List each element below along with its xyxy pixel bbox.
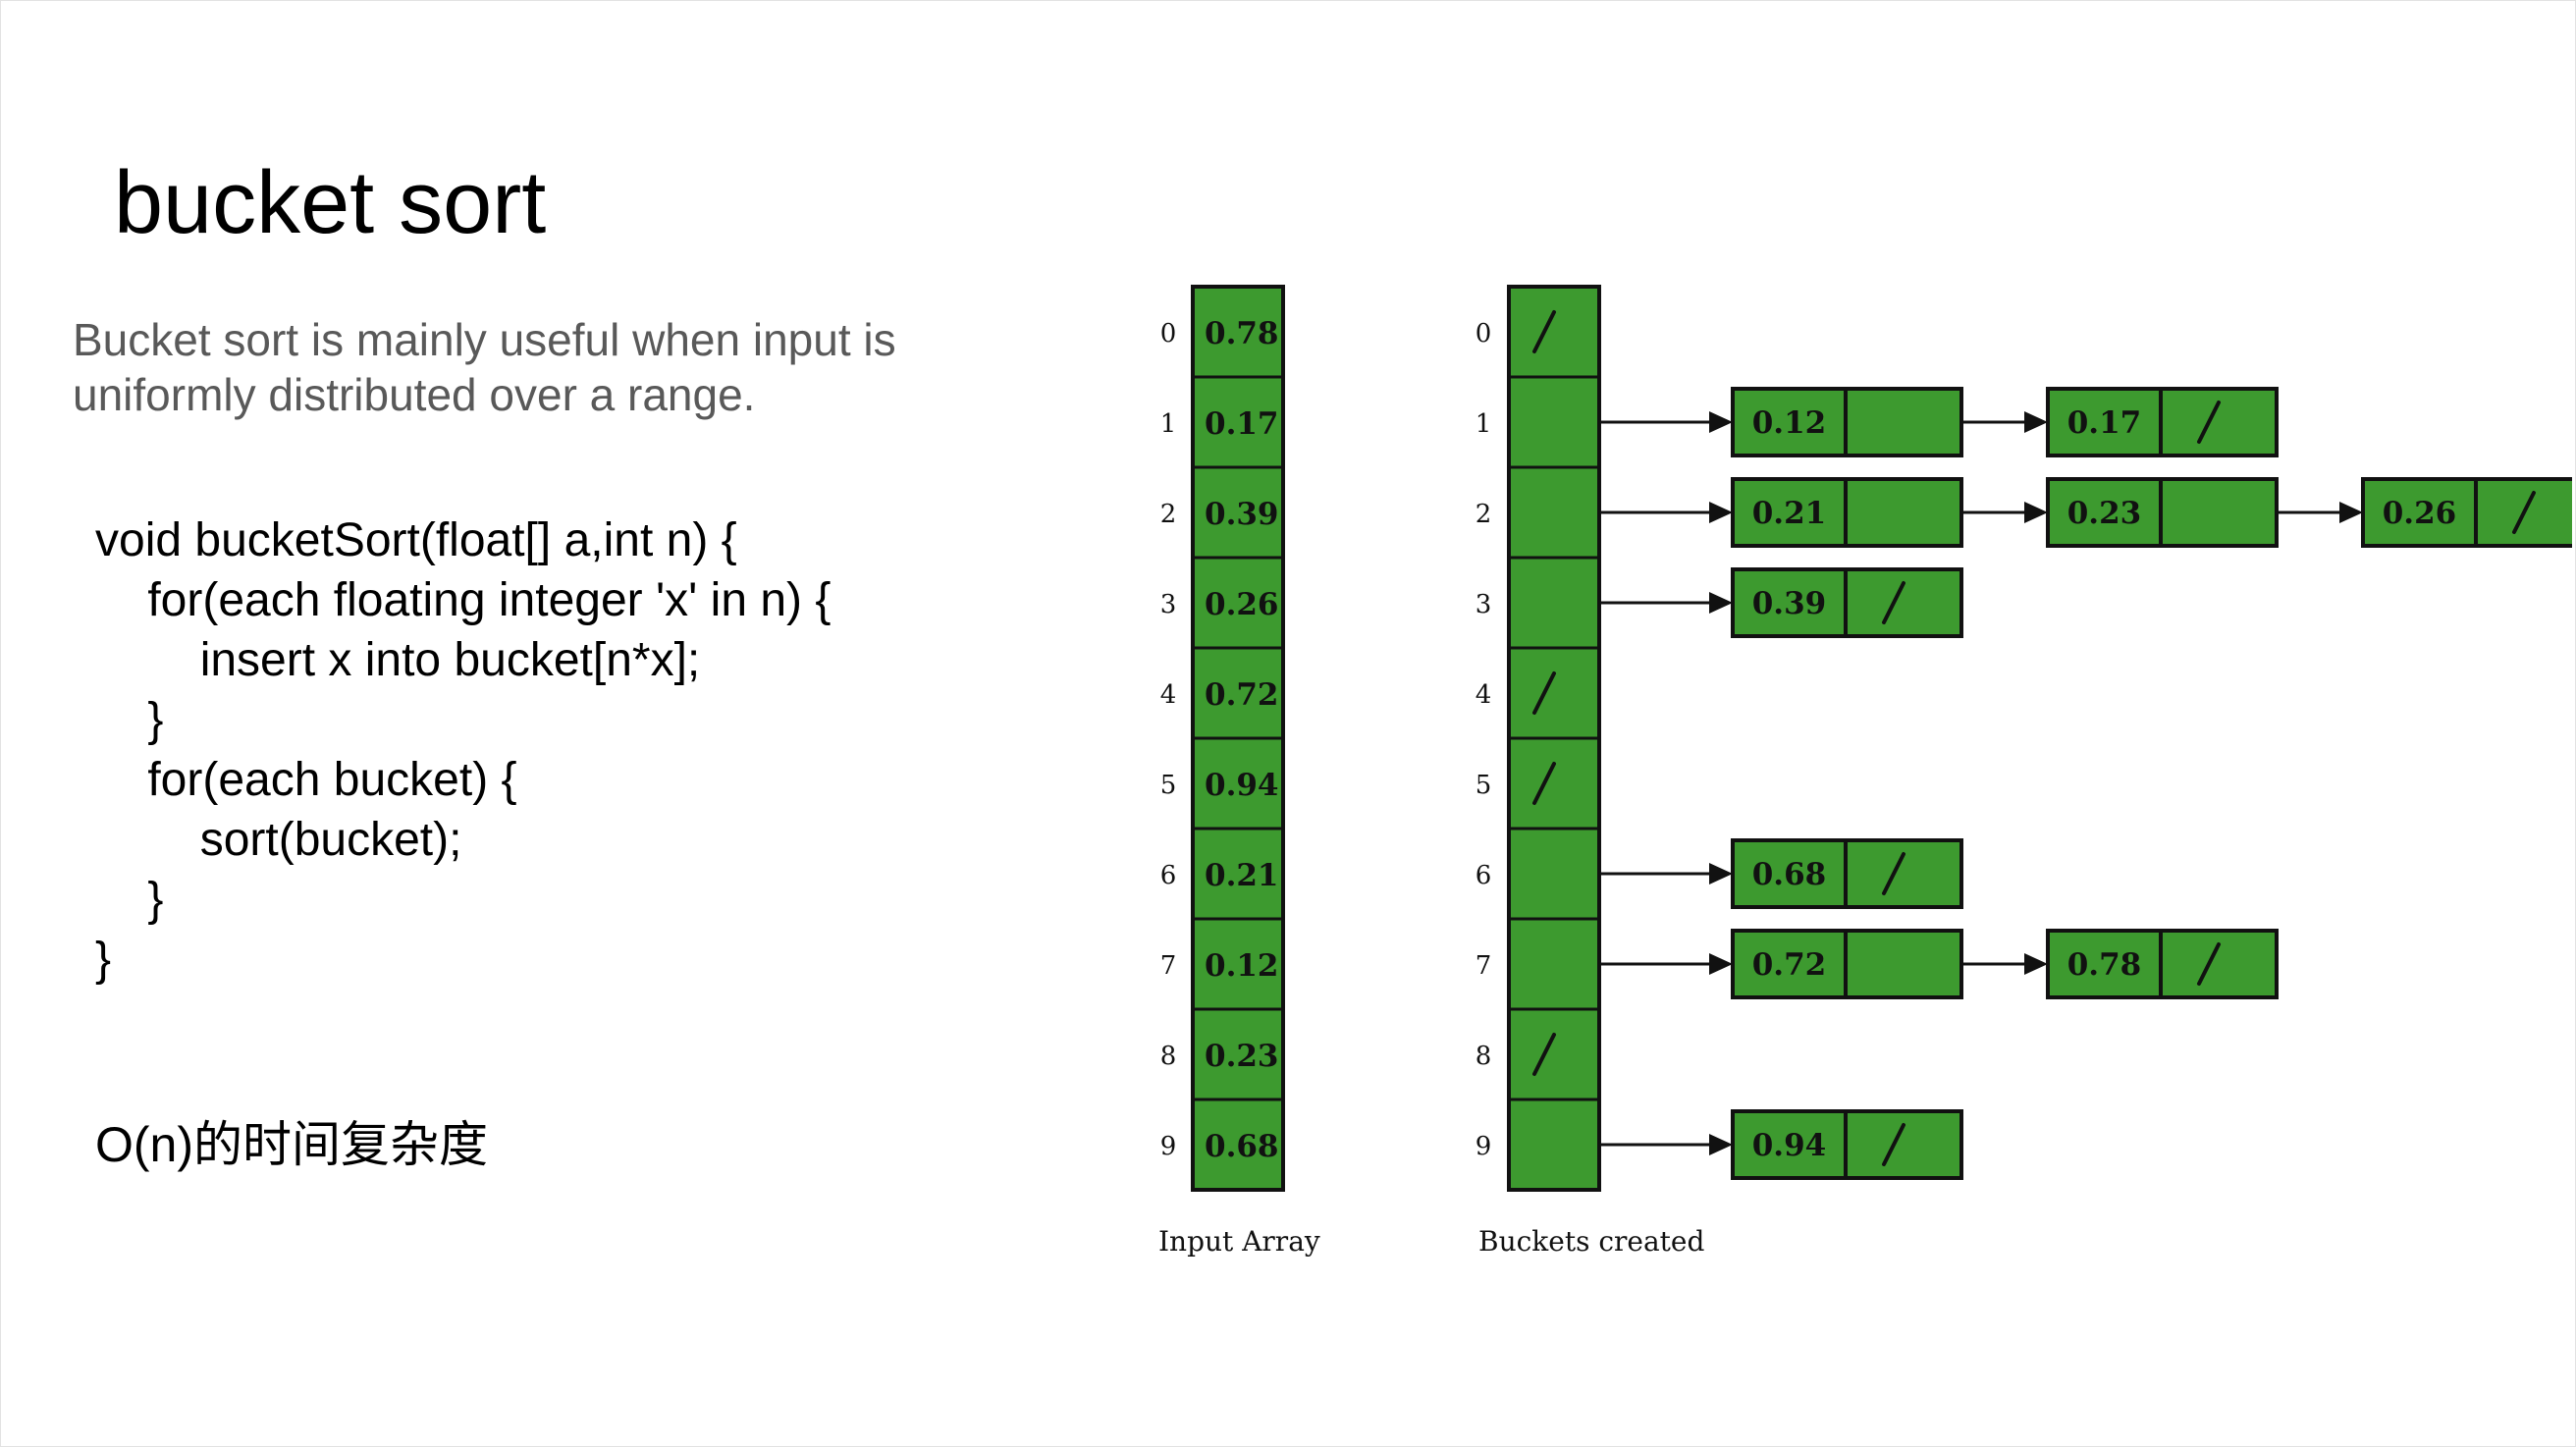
bucket-index-label: 3: [1476, 590, 1492, 619]
pointer-arrow-head: [1709, 592, 1733, 614]
input-array-value: 0.39: [1205, 497, 1279, 532]
list-node-value: 0.72: [1752, 947, 1827, 983]
code-line: for(each bucket) {: [95, 754, 517, 806]
list-node-value-cell: [2046, 929, 2163, 999]
complexity-note: O(n)的时间复杂度: [95, 1117, 488, 1172]
input-index-label: 0: [1160, 319, 1177, 348]
list-node-value: 0.39: [1752, 586, 1827, 621]
list-node-pointer-cell: [2159, 387, 2279, 457]
pointer-arrow-head: [1709, 411, 1733, 433]
bucket-index-label: 7: [1476, 951, 1492, 981]
list-node-value-cell: [1731, 477, 1848, 548]
code-line: }: [95, 934, 112, 986]
bucket-index-label: 4: [1476, 680, 1492, 710]
pointer-arrow-head: [1709, 863, 1733, 884]
pointer-arrow-head: [2339, 502, 2363, 523]
input-array-caption: Input Array: [1158, 1225, 1320, 1258]
list-node-value: 0.23: [2067, 496, 2142, 531]
list-node-value: 0.78: [2067, 947, 2142, 983]
list-node-value-cell: [2361, 477, 2478, 548]
null-slash-icon: [2512, 491, 2536, 534]
pointer-arrow-head: [1709, 953, 1733, 975]
input-array-value: 0.72: [1205, 677, 1279, 713]
input-index-label: 5: [1160, 771, 1177, 800]
bucket-index-label: 2: [1476, 500, 1492, 529]
code-line: for(each floating integer 'x' in n) {: [95, 574, 832, 626]
input-index-label: 7: [1160, 951, 1177, 981]
list-node-value: 0.12: [1752, 405, 1827, 441]
input-index-label: 4: [1160, 680, 1177, 710]
bucket-index-label: 1: [1476, 409, 1492, 439]
input-array-value: 0.12: [1205, 948, 1279, 984]
null-slash-icon: [1882, 1123, 1905, 1166]
list-node-value-cell: [1731, 567, 1848, 638]
null-slash-icon: [1532, 310, 1556, 353]
code-line: }: [95, 874, 164, 926]
input-array-value: 0.94: [1205, 768, 1279, 803]
code-line: }: [95, 694, 164, 746]
pointer-arrow-head: [2024, 502, 2048, 523]
pointer-arrow-head: [1709, 1134, 1733, 1155]
list-node-pointer-cell: [1844, 929, 1963, 999]
input-array-value: 0.21: [1205, 858, 1279, 893]
bucket-index-label: 9: [1476, 1132, 1492, 1161]
input-array-value: 0.68: [1205, 1129, 1279, 1164]
code-line: sort(bucket);: [95, 814, 462, 866]
list-node-pointer-cell: [2159, 477, 2279, 548]
code-block: void bucketSort(float[] a,int n) { for(e…: [95, 510, 831, 990]
input-array-value: 0.17: [1205, 406, 1279, 442]
list-node-pointer-cell: [1844, 838, 1963, 909]
list-node-pointer-cell: [1844, 387, 1963, 457]
pointer-arrow-head: [2024, 411, 2048, 433]
list-node-pointer-cell: [1844, 567, 1963, 638]
list-node-pointer-cell: [1844, 1109, 1963, 1180]
bucket-index-label: 5: [1476, 771, 1492, 800]
list-node-pointer-cell: [2474, 477, 2572, 548]
list-node-value: 0.17: [2067, 405, 2142, 441]
list-node-value-cell: [1731, 838, 1848, 909]
list-node-value: 0.21: [1752, 496, 1827, 531]
pointer-arrow-head: [2024, 953, 2048, 975]
input-array-value: 0.78: [1205, 316, 1279, 351]
null-slash-icon: [1882, 852, 1905, 895]
code-line: void bucketSort(float[] a,int n) {: [95, 514, 737, 566]
input-index-label: 8: [1160, 1042, 1177, 1071]
slide-title: bucket sort: [114, 154, 547, 252]
list-node-value: 0.68: [1752, 857, 1827, 892]
input-array-value: 0.26: [1205, 587, 1279, 622]
input-index-label: 6: [1160, 861, 1177, 890]
null-slash-icon: [1532, 762, 1556, 805]
code-line: insert x into bucket[n*x];: [95, 634, 701, 686]
null-slash-icon: [2197, 942, 2221, 986]
null-slash-icon: [1532, 671, 1556, 715]
list-node-value: 0.94: [1752, 1128, 1827, 1163]
slide-subtitle: Bucket sort is mainly useful when input …: [73, 314, 896, 420]
list-node-value: 0.26: [2383, 496, 2457, 531]
input-index-label: 9: [1160, 1132, 1177, 1161]
bucket-index-label: 8: [1476, 1042, 1492, 1071]
bucket-index-label: 6: [1476, 861, 1492, 890]
input-index-label: 2: [1160, 500, 1177, 529]
list-node-pointer-cell: [1844, 477, 1963, 548]
null-slash-icon: [1532, 1033, 1556, 1076]
null-slash-icon: [1882, 581, 1905, 624]
buckets-created-caption: Buckets created: [1478, 1225, 1705, 1258]
null-slash-icon: [2197, 401, 2221, 444]
pointer-arrow-head: [1709, 502, 1733, 523]
input-index-label: 1: [1160, 409, 1177, 439]
bucket-index-label: 0: [1476, 319, 1492, 348]
input-array-value: 0.23: [1205, 1039, 1279, 1074]
input-index-label: 3: [1160, 590, 1177, 619]
list-node-pointer-cell: [2159, 929, 2279, 999]
